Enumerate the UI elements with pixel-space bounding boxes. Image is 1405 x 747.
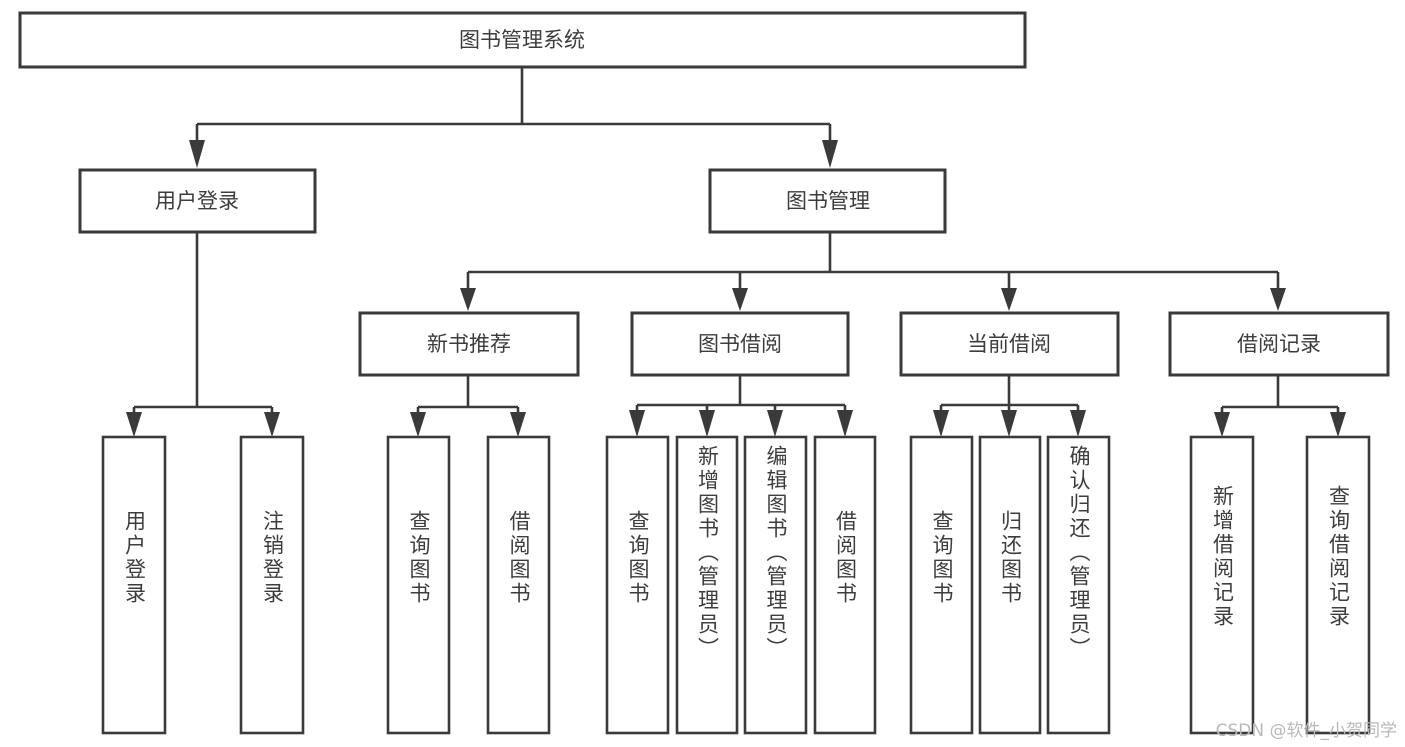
node-current-borrow[interactable]: 当前借阅 xyxy=(899,311,1120,377)
node-book-management[interactable]: 图书管理 xyxy=(708,168,947,234)
connector-group-currentborrow-to-leaves xyxy=(933,375,1086,437)
leaf-box-book-borrow-1[interactable] xyxy=(605,435,670,735)
arrow-head-book-borrow xyxy=(732,288,748,311)
connector-group-bookborrow-to-leaves xyxy=(629,375,853,437)
leaf-box-borrow-record-1[interactable] xyxy=(1189,435,1255,735)
arrow-head-userlogin-leaf1 xyxy=(126,412,142,437)
leaf-box-borrow-record-2[interactable] xyxy=(1305,435,1371,735)
node-current-borrow-box xyxy=(899,311,1120,377)
node-user-login-box xyxy=(78,168,317,234)
leaf-box-book-borrow-3[interactable] xyxy=(743,435,808,735)
arrow-head-userlogin-leaf2 xyxy=(264,412,280,437)
arrow-head-borrow-record xyxy=(1270,288,1286,311)
node-borrow-record-box xyxy=(1168,311,1390,377)
arrow-head-bookborrow-leaf1 xyxy=(629,410,645,437)
arrow-head-new-book xyxy=(460,288,476,311)
connector-group-newbook-to-leaves xyxy=(410,375,526,437)
arrow-head-borrowrecord-leaf2 xyxy=(1330,412,1346,437)
node-user-login[interactable]: 用户登录 xyxy=(78,168,317,234)
arrow-head-currentborrow-leaf3 xyxy=(1070,410,1086,437)
arrow-head-bookborrow-leaf3 xyxy=(767,410,783,437)
connector-group-root-to-level2 xyxy=(189,67,838,168)
leaf-box-book-borrow-2[interactable] xyxy=(675,435,739,735)
node-new-book-recommend-label: 新书推荐 xyxy=(427,332,511,356)
connector-group-userlogin-to-leaves xyxy=(126,232,280,437)
arrow-head-bookborrow-leaf4 xyxy=(837,410,853,437)
node-book-management-label: 图书管理 xyxy=(786,189,870,213)
node-root[interactable]: 图书管理系统 xyxy=(18,11,1027,69)
arrow-head-newbook-leaf1 xyxy=(410,412,426,437)
leaf-box-current-borrow-2[interactable] xyxy=(978,435,1042,735)
leaf-box-current-borrow-1[interactable] xyxy=(909,435,974,735)
node-book-borrow[interactable]: 图书借阅 xyxy=(630,311,850,377)
node-borrow-record-label: 借阅记录 xyxy=(1237,332,1321,356)
node-new-book-recommend-box xyxy=(358,311,580,377)
node-root-box xyxy=(18,11,1027,69)
arrow-head-currentborrow-leaf2 xyxy=(1001,410,1017,437)
connector-group-bookmgmt-to-level3 xyxy=(460,232,1286,311)
node-user-login-label: 用户登录 xyxy=(155,189,239,213)
leaf-box-new-book-1[interactable] xyxy=(386,435,451,735)
leaf-box-new-book-2[interactable] xyxy=(486,435,551,735)
connector-group-borrowrecord-to-leaves xyxy=(1214,375,1346,437)
leaf-box-user-login-1[interactable] xyxy=(101,435,167,735)
leaf-box-user-login-2[interactable] xyxy=(239,435,305,735)
leaf-box-current-borrow-3[interactable] xyxy=(1046,435,1111,735)
node-book-borrow-label: 图书借阅 xyxy=(698,332,782,356)
node-current-borrow-label: 当前借阅 xyxy=(967,332,1051,356)
arrow-head-bookborrow-leaf2 xyxy=(699,410,715,437)
leaf-box-book-borrow-4[interactable] xyxy=(813,435,877,735)
arrow-head-book-mgmt xyxy=(822,140,838,168)
node-borrow-record[interactable]: 借阅记录 xyxy=(1168,311,1390,377)
node-book-management-box xyxy=(708,168,947,234)
arrow-head-user-login xyxy=(189,140,205,168)
arrow-head-newbook-leaf2 xyxy=(510,412,526,437)
arrow-head-borrowrecord-leaf1 xyxy=(1214,412,1230,437)
node-root-label: 图书管理系统 xyxy=(459,28,585,52)
node-new-book-recommend[interactable]: 新书推荐 xyxy=(358,311,580,377)
arrow-head-current-borrow xyxy=(1001,288,1017,311)
node-book-borrow-box xyxy=(630,311,850,377)
arrow-head-currentborrow-leaf1 xyxy=(933,410,949,437)
